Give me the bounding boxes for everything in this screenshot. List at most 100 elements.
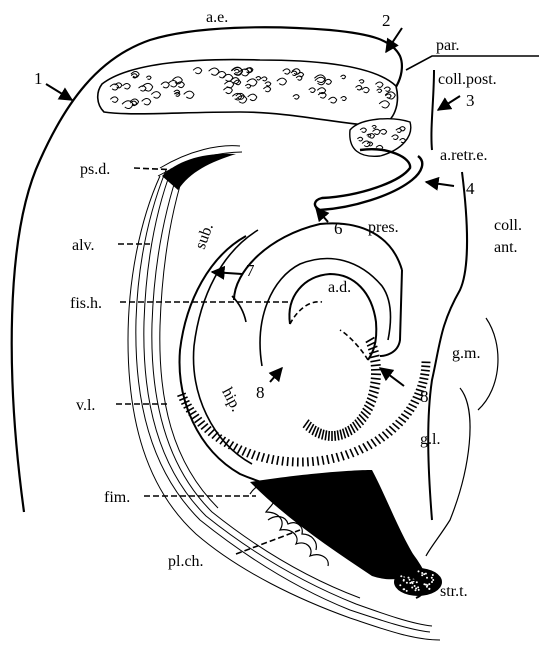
label-ps-d: ps.d. <box>80 161 110 178</box>
pyramidal-stroke <box>382 432 388 439</box>
stipple-dot <box>431 581 433 583</box>
granule-stroke <box>315 427 319 436</box>
stipple-dot <box>428 588 430 590</box>
granule-stroke <box>345 427 349 436</box>
marker-8: 8 <box>256 383 265 402</box>
pyramidal-stroke <box>287 457 288 466</box>
pyramidal-stroke <box>257 452 260 461</box>
gl-contour <box>426 388 470 556</box>
granule-stroke <box>322 430 324 440</box>
pyramidal-stroke <box>267 454 269 463</box>
pyramidal-stroke <box>367 441 372 449</box>
pyramidal-stroke <box>308 457 309 466</box>
pyramidal-stroke <box>201 424 208 430</box>
pyramidal-stroke <box>341 452 344 461</box>
granule-stroke <box>368 394 377 398</box>
pyramidal-stroke <box>205 427 212 433</box>
label-pres: pres. <box>368 219 399 236</box>
label-sub: sub. <box>192 221 217 251</box>
stipple-dot <box>426 577 428 579</box>
stipple-dot <box>425 573 427 575</box>
stipple-dot <box>409 579 411 581</box>
granule-stroke <box>335 431 336 441</box>
pyramidal-stroke <box>399 417 406 422</box>
pyramidal-stroke <box>198 421 205 427</box>
pyramidal-stroke <box>262 453 265 462</box>
pyramidal-stroke <box>389 426 396 432</box>
dentate-granule-strokes <box>303 338 381 442</box>
marker-1: 1 <box>34 69 43 88</box>
pyramidal-stroke <box>282 457 283 466</box>
stipple-dot <box>418 570 420 572</box>
pyramidal-stroke <box>411 400 419 404</box>
pyramidal-stroke <box>386 429 392 435</box>
stipple-dot <box>421 574 423 576</box>
label-hip: hip. <box>218 385 244 415</box>
stipple-dot <box>428 583 430 585</box>
arrow-1 <box>46 84 72 100</box>
hippocampal-fissure <box>290 302 322 324</box>
granule-stroke <box>371 365 381 366</box>
granule-stroke <box>366 338 375 343</box>
arrow-4 <box>426 182 454 186</box>
stipple-dot <box>432 579 434 581</box>
pyramidal-stroke <box>212 432 218 439</box>
granule-stroke <box>367 398 376 402</box>
pyramidal-stroke <box>359 445 363 453</box>
pyramidal-stroke <box>375 437 381 444</box>
pyramidal-stroke <box>409 404 417 408</box>
gm-contour <box>478 318 498 410</box>
marker-2: 2 <box>382 11 391 30</box>
pyramidal-stroke <box>379 434 385 441</box>
granule-stroke <box>343 429 346 439</box>
arrow-3 <box>438 96 460 110</box>
marker-8p: 8′ <box>420 387 432 406</box>
pyramidal-stroke <box>404 411 412 416</box>
pyramidal-stroke <box>346 450 349 458</box>
granule-stroke <box>370 360 380 362</box>
pyramidal-stroke <box>401 414 409 419</box>
stipple-dot <box>408 577 410 579</box>
pyramidal-stroke <box>371 439 376 446</box>
fimbria <box>250 470 422 579</box>
retrosplenial-hook <box>315 149 422 210</box>
granule-stroke <box>319 429 322 439</box>
granule-stroke <box>369 390 379 393</box>
pyramidal-stroke <box>247 449 251 457</box>
pyramidal-stroke <box>192 414 199 419</box>
pyramidal-stroke <box>354 447 358 455</box>
pyramidal-stroke <box>313 457 314 466</box>
pyramidal-stroke <box>208 429 214 435</box>
pyramidal-stroke <box>421 366 430 367</box>
stipple-dot <box>418 589 420 591</box>
pyramidal-stroke <box>421 370 430 371</box>
label-fis-h: fis.h. <box>70 295 102 312</box>
stipple-dot <box>406 582 408 584</box>
stipple-dot <box>417 586 419 588</box>
stipple-dot <box>432 574 434 576</box>
arrow-8p <box>380 368 404 386</box>
stipple-dot <box>415 589 417 591</box>
pyramidal-stroke <box>327 455 329 464</box>
marker-6: 6 <box>334 219 343 238</box>
pyramidal-stroke <box>322 456 324 465</box>
stipple-dot <box>423 573 425 575</box>
label-str-t: str.t. <box>440 583 468 600</box>
marker-4: 4 <box>466 179 475 198</box>
stipple-dot <box>411 581 413 583</box>
stipple-dot <box>421 572 423 574</box>
label-v-l: v.l. <box>76 397 95 414</box>
coll-post-boundary <box>431 70 434 150</box>
label-a-d: a.d. <box>328 279 351 296</box>
label-a-retr-e: a.retr.e. <box>440 147 488 164</box>
granule-stroke <box>325 430 326 440</box>
stipple-dot <box>411 587 413 589</box>
pyramidal-stroke <box>350 449 354 457</box>
label-pl-ch: pl.ch. <box>168 553 204 570</box>
par-boundary <box>406 56 539 70</box>
pyramidal-stroke <box>420 374 429 375</box>
granule-stroke <box>329 431 330 441</box>
pyramidal-stroke <box>363 443 368 451</box>
pyramidal-stroke <box>252 451 255 459</box>
